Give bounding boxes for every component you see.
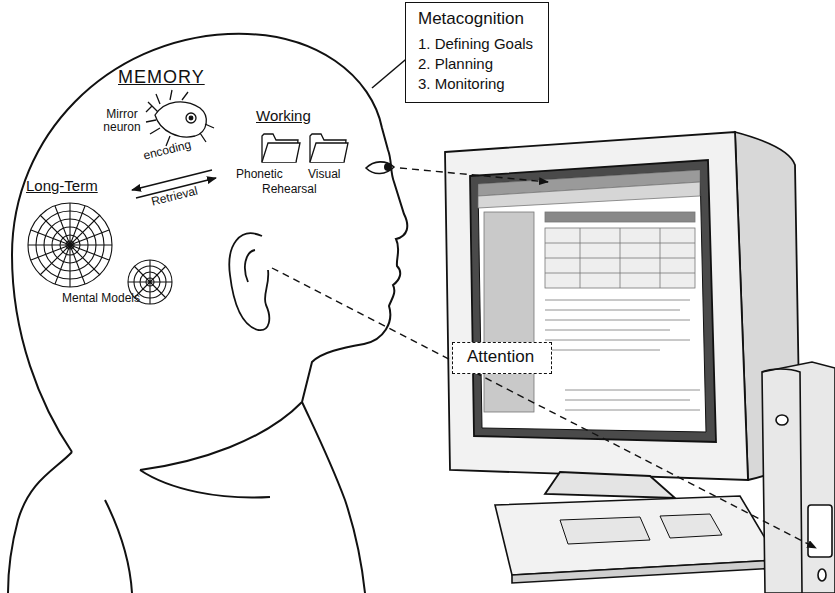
attention-line	[272, 168, 816, 548]
component-label: Visual	[308, 168, 340, 181]
memory-heading: MEMORY	[118, 68, 205, 88]
box-item: 3. Monitoring	[418, 75, 536, 93]
eye	[366, 162, 394, 174]
memory-type-label: Long-Term	[26, 178, 98, 195]
ear	[229, 233, 269, 330]
box-item: 2. Planning	[418, 55, 536, 73]
process-label: encoding	[142, 138, 192, 163]
mental-model-web	[28, 203, 172, 304]
box-heading: Metacognition	[418, 9, 536, 29]
neuron-label: Mirror neuron	[96, 108, 148, 134]
metacognition-box: Metacognition 1. Defining Goals 2. Plannin…	[405, 2, 549, 103]
box-heading: Attention	[467, 347, 537, 367]
monitor	[445, 132, 800, 498]
screen-content	[478, 170, 700, 412]
component-label: Mental Models	[58, 292, 144, 305]
process-label: Retrieval	[150, 185, 199, 209]
computer-tower	[762, 362, 835, 593]
component-label: Rehearsal	[262, 183, 317, 196]
component-label: Phonetic	[236, 168, 283, 181]
memory-type-label: Working	[256, 108, 311, 125]
attention-box: Attention	[452, 342, 552, 374]
box-item: 1. Defining Goals	[418, 35, 536, 53]
neuron-icon	[146, 90, 214, 146]
head-outline	[8, 34, 407, 593]
folder-icon	[262, 134, 348, 162]
keyboard	[495, 496, 778, 583]
